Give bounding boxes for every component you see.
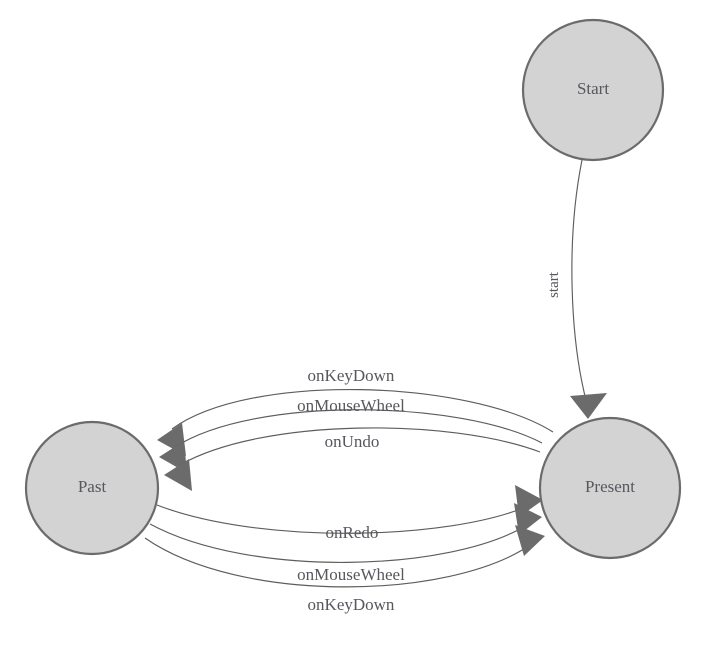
arrowhead-into-present-top <box>570 393 607 419</box>
edge-label-start: start <box>546 271 562 298</box>
present-node-circle <box>538 416 682 560</box>
edge-path-start-present <box>571 159 588 405</box>
edge-path-present-past-2 <box>174 409 543 448</box>
past-node-circle <box>24 420 160 556</box>
edge-present-to-past-onundo[interactable] <box>164 427 541 491</box>
edge-label-onkeydown-top: onKeyDown <box>308 366 395 385</box>
edge-path-past-present-1 <box>156 504 529 534</box>
present-node-label: Present <box>585 477 635 496</box>
arrowhead-into-present-2 <box>514 503 542 535</box>
start-node-label: Start <box>577 79 609 98</box>
edge-path-present-past-3 <box>179 427 541 466</box>
state-node-past[interactable]: Past <box>24 420 160 556</box>
edge-path-past-present-3 <box>144 537 531 588</box>
edge-path-present-past-1 <box>171 388 554 433</box>
edge-path-past-present-2 <box>149 523 528 563</box>
edge-label-onkeydown-bottom: onKeyDown <box>308 595 395 614</box>
edge-label-onredo: onRedo <box>326 523 379 542</box>
arrowhead-into-present-3 <box>515 525 545 556</box>
edge-past-to-present-onmousewheel[interactable] <box>149 503 542 563</box>
edge-label-onundo: onUndo <box>325 432 380 451</box>
edge-label-onmousewheel-top: onMouseWheel <box>297 396 405 415</box>
edge-past-to-present-onkeydown[interactable] <box>144 525 545 588</box>
past-node-label: Past <box>78 477 107 496</box>
edge-label-onmousewheel-bottom: onMouseWheel <box>297 565 405 584</box>
state-node-present[interactable]: Present <box>538 416 682 560</box>
arrowhead-into-past-3 <box>164 459 192 491</box>
edge-start-to-present[interactable] <box>570 159 607 419</box>
state-node-start[interactable]: Start <box>521 18 665 162</box>
start-node-circle <box>521 18 665 162</box>
